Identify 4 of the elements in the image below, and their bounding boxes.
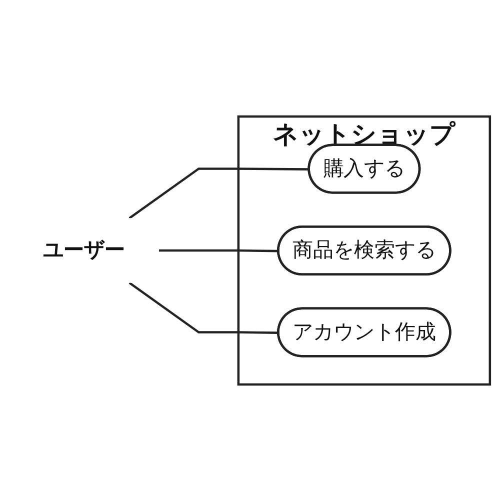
connector [128, 168, 310, 220]
connector [128, 282, 279, 334]
connector [158, 249, 279, 252]
node-text: ユーザー [43, 238, 125, 262]
